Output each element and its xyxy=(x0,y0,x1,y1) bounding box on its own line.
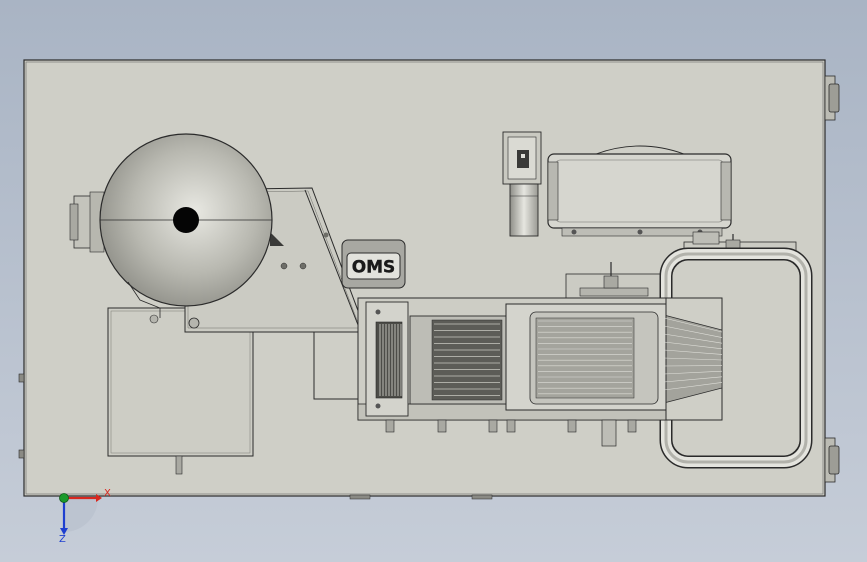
tail-belt-line xyxy=(663,382,723,391)
handle-top-right[interactable] xyxy=(824,75,840,121)
handle-bottom-right[interactable] xyxy=(824,437,840,483)
control-housing[interactable] xyxy=(547,145,732,237)
oms-logo-plate: OMS xyxy=(341,239,406,289)
print-head[interactable] xyxy=(502,131,542,237)
conveyor-feed-section[interactable] xyxy=(365,301,409,417)
axis-y-dot xyxy=(59,493,69,503)
axis-triad: X Z xyxy=(59,488,111,545)
belt-stripes xyxy=(379,317,723,396)
conveyor-drive-stub[interactable] xyxy=(601,419,617,447)
conveyor-foot-bolt xyxy=(627,419,637,433)
conveyor-foot-bolt xyxy=(488,419,498,433)
conveyor-main-belt[interactable] xyxy=(505,303,667,411)
tail-belt-line xyxy=(663,376,723,383)
tail-belt-line xyxy=(663,341,723,350)
tail-belt-line xyxy=(663,370,723,375)
label-box[interactable] xyxy=(107,307,254,475)
axis-x-label: X xyxy=(104,488,111,499)
conveyor-foot-bolt xyxy=(567,419,577,433)
axis-z-arrow xyxy=(60,528,68,535)
logo-text: OMS xyxy=(352,258,396,278)
axis-x-arrow xyxy=(96,494,102,502)
conveyor-bolts xyxy=(385,419,637,433)
unwind-motor[interactable] xyxy=(69,191,105,253)
supply-roll-disc[interactable] xyxy=(99,133,273,324)
conveyor-foot-bolt xyxy=(506,419,516,433)
tail-belt-line xyxy=(663,349,723,355)
conveyor-foot-bolt xyxy=(437,419,447,433)
tail-belt-line xyxy=(663,325,723,338)
tail-belt-line xyxy=(663,333,723,344)
axis-z-label: Z xyxy=(59,534,66,545)
sensor-bracket[interactable] xyxy=(565,262,663,299)
conveyor-foot-bolt xyxy=(385,419,395,433)
tail-belt-line xyxy=(663,317,723,333)
tail-belt-line xyxy=(663,357,723,361)
